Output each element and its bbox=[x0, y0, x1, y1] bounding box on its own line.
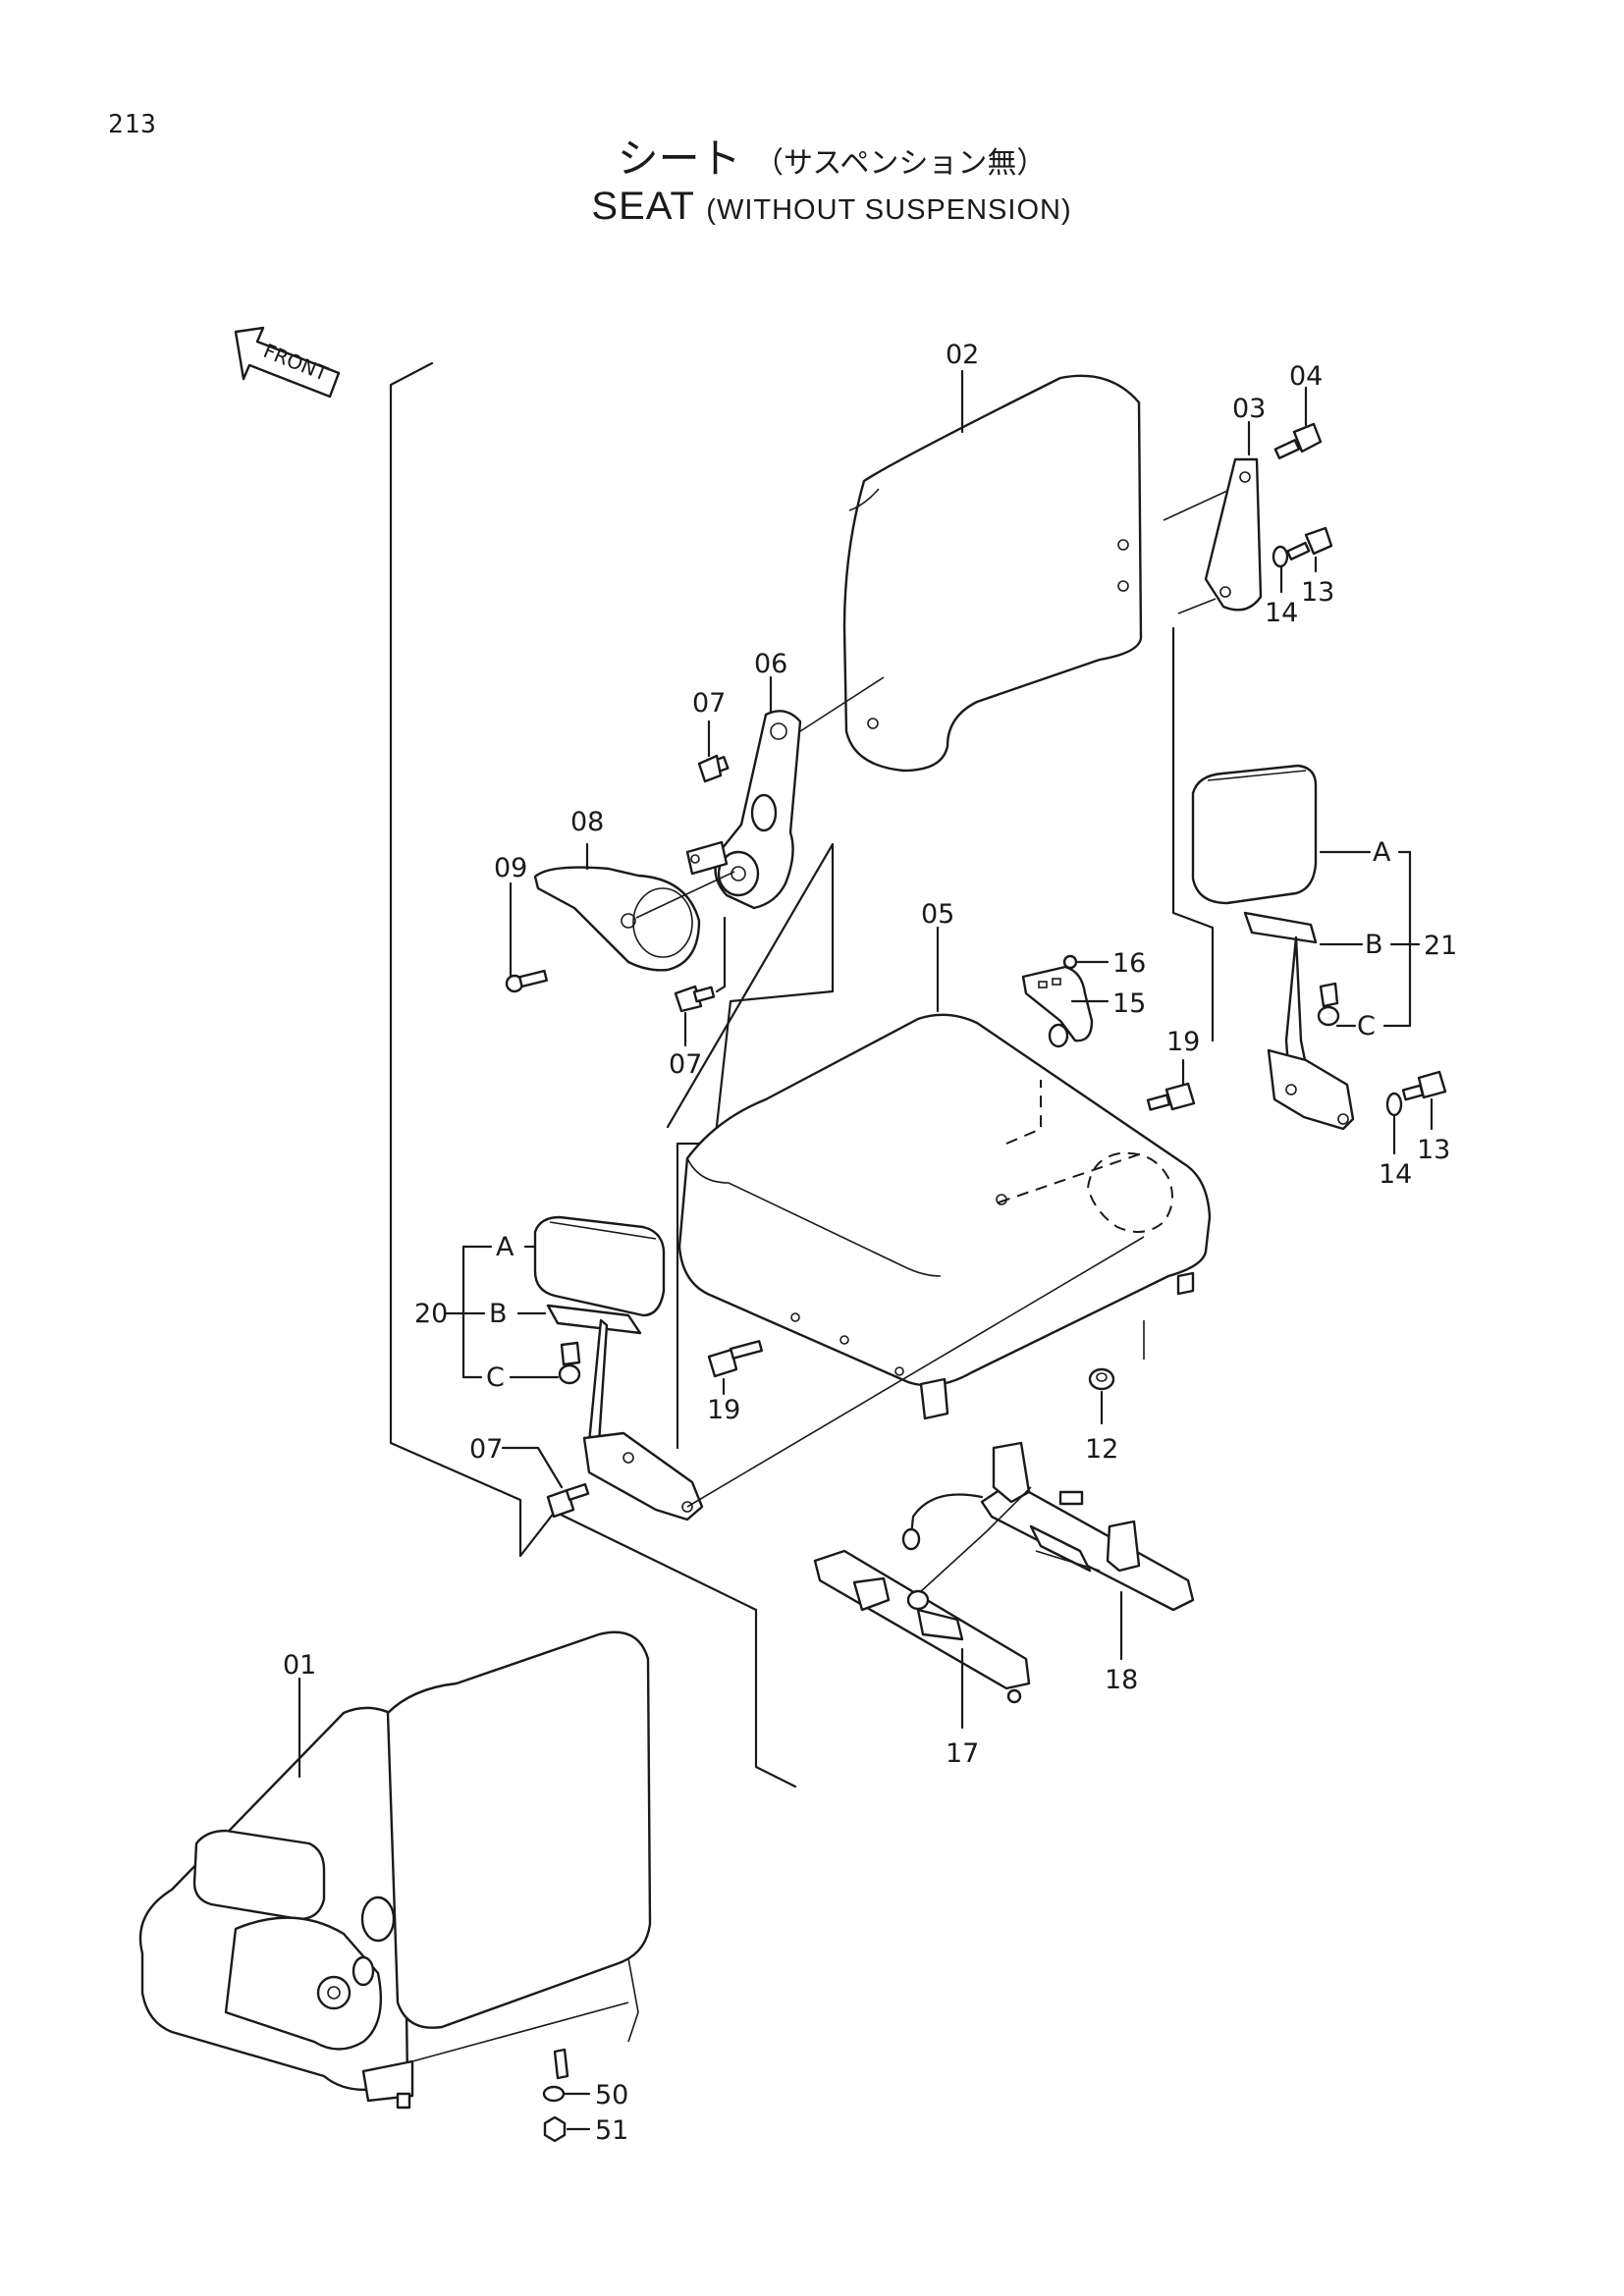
seat-cushion-part-05 bbox=[677, 1013, 1212, 1420]
bolt-part-07-lower bbox=[546, 1482, 590, 1519]
washer-part-14-upper bbox=[1272, 545, 1289, 568]
bolt-part-07-middle bbox=[674, 985, 716, 1013]
cover-part-08 bbox=[533, 866, 701, 972]
callout-17: 17 bbox=[946, 1738, 979, 1769]
front-arrow-icon: FRONT bbox=[234, 326, 341, 399]
title-english: SEAT (WITHOUT SUSPENSION) bbox=[0, 185, 1624, 229]
callout-02: 02 bbox=[946, 340, 979, 370]
callout-07-upper: 07 bbox=[692, 688, 726, 719]
page-number: 213 bbox=[108, 110, 157, 139]
callout-13-upper: 13 bbox=[1301, 577, 1334, 608]
callout-21: 21 bbox=[1424, 931, 1457, 961]
cap-part-12 bbox=[1088, 1367, 1115, 1391]
bolt-part-07-upper bbox=[697, 754, 730, 783]
title-japanese: シート （サスペンション無） bbox=[0, 126, 1624, 186]
callout-06: 06 bbox=[754, 649, 787, 679]
callout-16: 16 bbox=[1112, 948, 1146, 979]
sub-label-20-b: B bbox=[489, 1299, 508, 1329]
callout-04: 04 bbox=[1289, 361, 1323, 392]
sub-label-20-a: A bbox=[496, 1232, 514, 1262]
title-en-sub: (WITHOUT SUSPENSION) bbox=[706, 194, 1072, 226]
sub-label-21-a: A bbox=[1373, 837, 1391, 868]
bolt-part-04 bbox=[1273, 422, 1323, 459]
title-en-main: SEAT bbox=[591, 185, 695, 228]
screw-part-09 bbox=[505, 969, 549, 993]
bracket-part-15 bbox=[1021, 965, 1094, 1048]
slide-rail-part-17 bbox=[813, 1549, 1031, 1704]
slide-rail-part-18 bbox=[901, 1441, 1195, 1612]
callout-14-upper: 14 bbox=[1265, 598, 1298, 628]
bolt-part-19-right bbox=[1146, 1082, 1196, 1111]
callout-18: 18 bbox=[1105, 1665, 1138, 1695]
bolt-part-19-left bbox=[707, 1340, 763, 1378]
callout-07-middle: 07 bbox=[669, 1049, 702, 1080]
callout-20: 20 bbox=[414, 1299, 448, 1329]
callout-14-lower: 14 bbox=[1379, 1159, 1412, 1190]
washer-part-50 bbox=[542, 2085, 566, 2103]
bracket-part-03 bbox=[1204, 457, 1263, 612]
title-jp-main: シート bbox=[617, 134, 741, 183]
callout-08: 08 bbox=[570, 807, 604, 837]
bolt-part-13-upper bbox=[1286, 526, 1333, 561]
seat-assembly-part-01 bbox=[138, 1630, 652, 2109]
grouping-outline bbox=[389, 361, 1215, 1789]
callout-19-left: 19 bbox=[707, 1395, 740, 1425]
title-jp-sub: （サスペンション無） bbox=[754, 146, 1047, 181]
callout-13-lower: 13 bbox=[1417, 1135, 1450, 1165]
backrest-part-02 bbox=[842, 374, 1143, 773]
callout-12: 12 bbox=[1085, 1434, 1118, 1465]
armrest-part-20 bbox=[533, 1215, 704, 1522]
sub-label-21-c: C bbox=[1357, 1011, 1376, 1041]
recliner-part-06 bbox=[685, 710, 802, 910]
callout-15: 15 bbox=[1112, 988, 1146, 1019]
bolt-part-13-lower bbox=[1401, 1070, 1447, 1101]
callout-51: 51 bbox=[595, 2115, 628, 2146]
callout-07-lower: 07 bbox=[469, 1434, 503, 1465]
callout-03: 03 bbox=[1232, 394, 1266, 424]
callout-09: 09 bbox=[494, 853, 527, 883]
callout-01: 01 bbox=[283, 1650, 316, 1681]
sub-label-20-c: C bbox=[486, 1362, 505, 1393]
callout-19-right: 19 bbox=[1166, 1027, 1200, 1057]
nut-part-51 bbox=[543, 2115, 567, 2143]
callout-50: 50 bbox=[595, 2080, 628, 2110]
sub-label-21-b: B bbox=[1365, 930, 1383, 960]
callout-05: 05 bbox=[921, 899, 954, 930]
washer-part-14-lower bbox=[1385, 1092, 1403, 1117]
armrest-part-21 bbox=[1191, 764, 1355, 1131]
